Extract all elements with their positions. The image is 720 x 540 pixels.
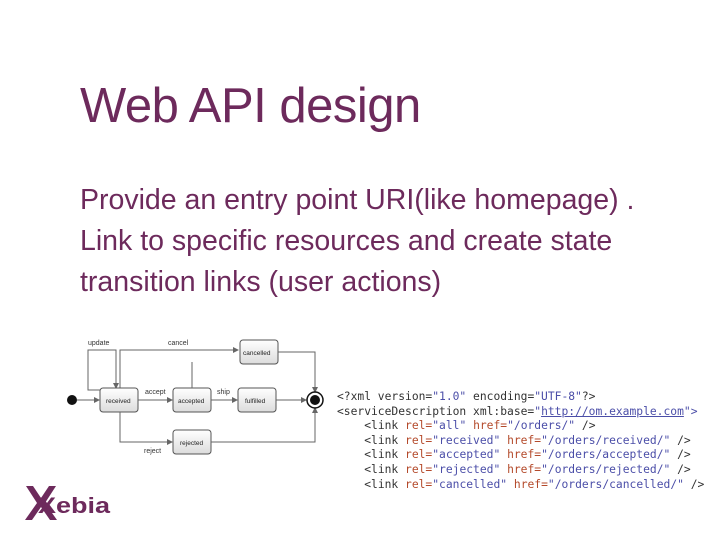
- xml-code-sample: <?xml version="1.0" encoding="UTF-8"?> <…: [337, 390, 705, 491]
- logo-text: Xebia: [38, 493, 111, 518]
- slide-title: Web API design: [80, 79, 421, 133]
- state-accepted-label: accepted: [178, 398, 205, 405]
- xebia-logo: Xebia: [25, 486, 111, 520]
- label-accept: accept: [145, 389, 166, 396]
- label-reject: reject: [144, 448, 161, 455]
- state-cancelled-label: cancelled: [243, 350, 271, 357]
- state-received-label: received: [106, 398, 131, 405]
- start-node: [67, 395, 77, 405]
- label-cancel: cancel: [168, 340, 189, 347]
- end-node: [306, 391, 324, 409]
- label-ship: ship: [217, 389, 230, 396]
- label-update: update: [88, 340, 110, 347]
- slide-body-text: Provide an entry point URI(like homepage…: [80, 184, 635, 298]
- state-fulfilled-label: fulfilled: [245, 398, 266, 405]
- state-transition-diagram: update cancel received accept accepted s…: [67, 339, 324, 455]
- state-rejected-label: rejected: [180, 440, 204, 447]
